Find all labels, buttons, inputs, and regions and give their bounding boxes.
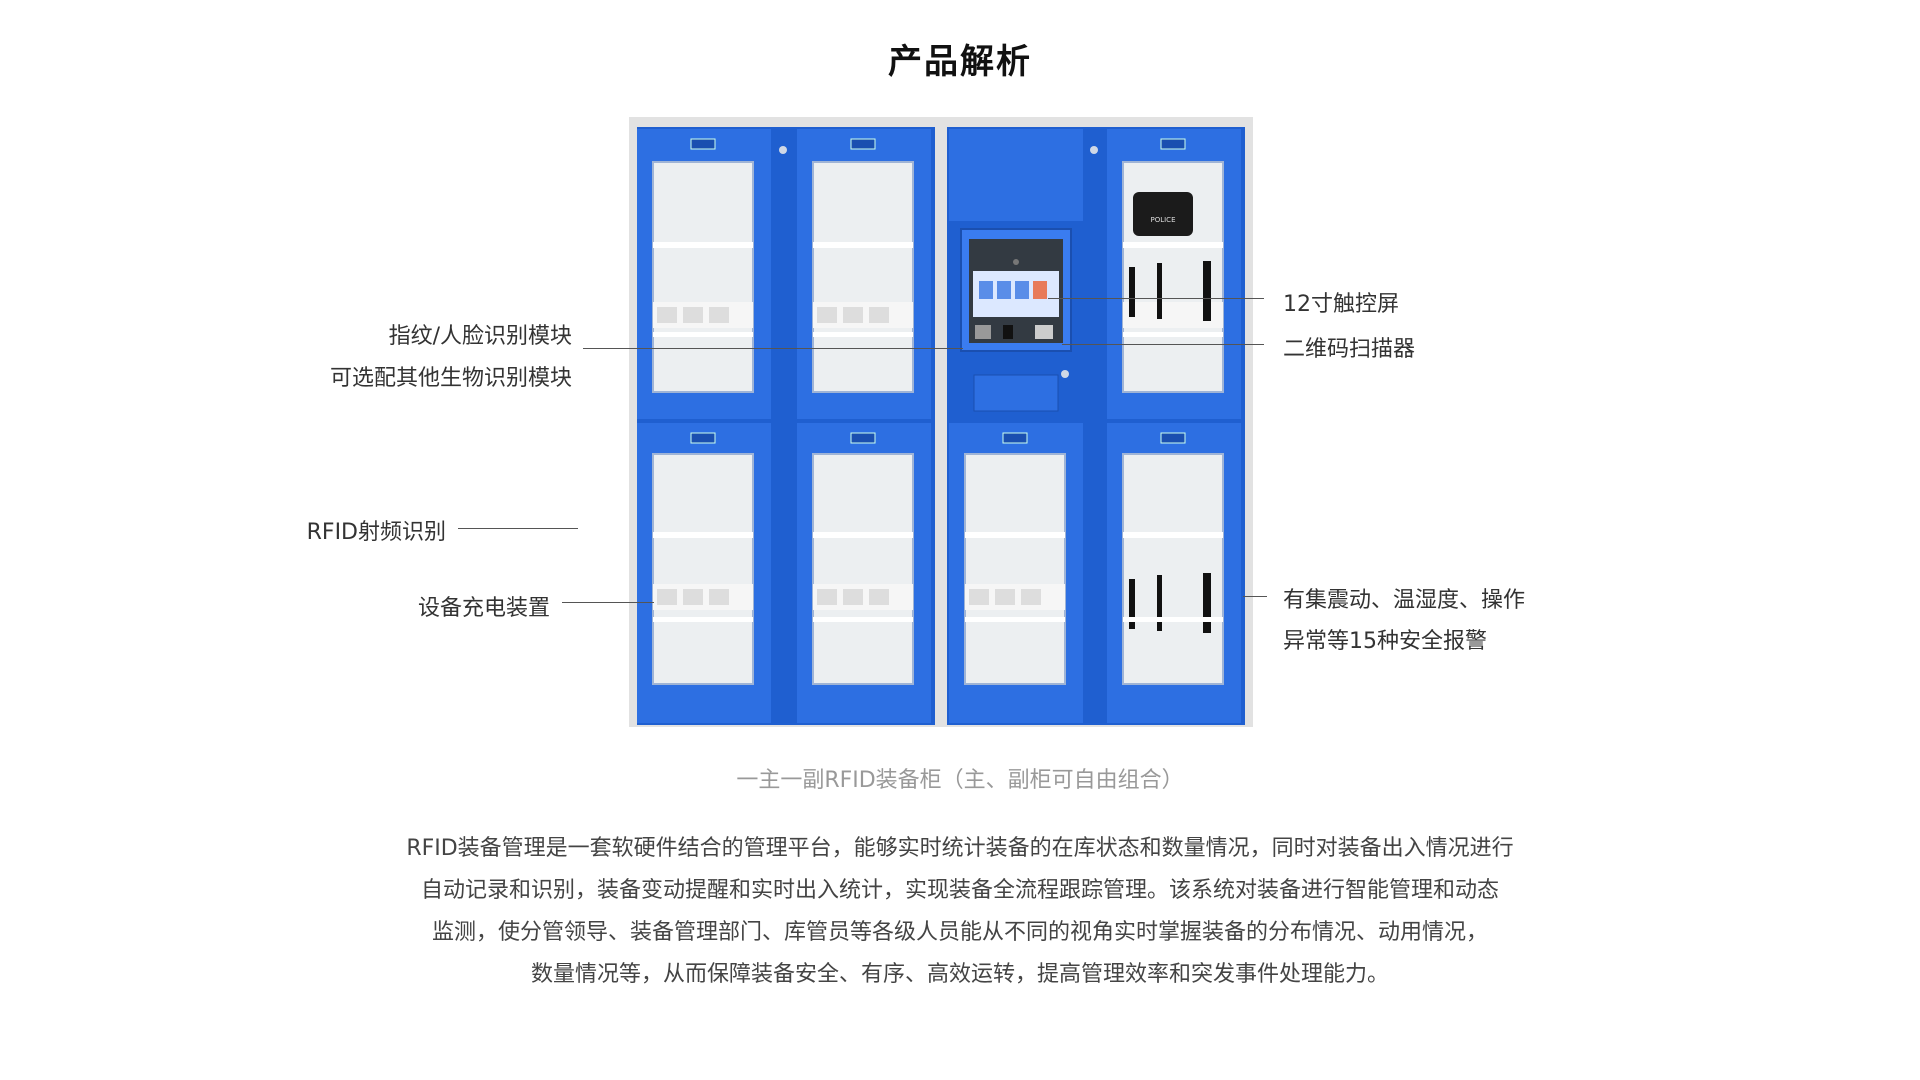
callout-biometric-line2: 可选配其他生物识别模块 xyxy=(329,366,572,391)
camera-icon xyxy=(1013,259,1019,265)
control-panel-column xyxy=(949,129,1083,723)
callout-biometric-line1: 指纹/人脸识别模块 xyxy=(388,324,572,349)
door-secondary-bottom-left[interactable] xyxy=(637,423,771,723)
rfid-cabinet-illustration: POLICE xyxy=(629,117,1253,727)
callout-line-biometric xyxy=(583,348,963,349)
police-vest xyxy=(1133,192,1193,236)
qr-scanner-icon xyxy=(1035,325,1053,339)
callout-touchscreen: 12寸触控屏 xyxy=(1283,292,1399,317)
callout-alarm-line2: 异常等15种安全报警 xyxy=(1283,629,1487,654)
door-main-top-right[interactable]: POLICE xyxy=(1107,129,1241,419)
cabinet-caption: 一主一副RFID装备柜（主、副柜可自由组合） xyxy=(736,768,1184,793)
page-title: 产品解析 xyxy=(888,42,1032,82)
description-line: RFID装备管理是一套软硬件结合的管理平台，能够实时统计装备的在库状态和数量情况… xyxy=(406,836,1514,861)
callout-line-charging xyxy=(562,602,654,603)
callout-line-alarm xyxy=(1243,596,1267,597)
description-line: 监测，使分管领导、装备管理部门、库管员等各级人员能从不同的视角实时掌握装备的分布… xyxy=(431,920,1488,945)
description-line: 数量情况等，从而保障装备安全、有序、高效运转，提高管理效率和突发事件处理能力。 xyxy=(530,962,1389,987)
callout-rfid: RFID射频识别 xyxy=(306,520,446,545)
product-description: RFID装备管理是一套软硬件结合的管理平台，能够实时统计装备的在库状态和数量情况… xyxy=(320,828,1600,996)
fingerprint-icon xyxy=(975,325,991,339)
callout-qr-scanner: 二维码扫描器 xyxy=(1283,337,1416,362)
door-secondary-top-left[interactable] xyxy=(637,129,771,419)
description-line: 自动记录和识别，装备变动提醒和实时出入统计，实现装备全流程跟踪管理。该系统对装备… xyxy=(420,878,1499,903)
door-secondary-bottom-right[interactable] xyxy=(797,423,931,723)
svg-text:POLICE: POLICE xyxy=(1150,216,1175,224)
lock-icon xyxy=(1090,146,1098,154)
door-secondary-top-right[interactable] xyxy=(797,129,931,419)
lock-icon xyxy=(779,146,787,154)
door-main-bottom-right[interactable] xyxy=(1107,423,1241,723)
callout-charging: 设备充电装置 xyxy=(417,596,550,621)
callout-alarm-line1: 有集震动、温湿度、操作 xyxy=(1283,588,1526,613)
callout-line-touchscreen xyxy=(1048,298,1264,299)
callout-line-rfid xyxy=(458,528,578,529)
cabinet-drawing: POLICE xyxy=(629,117,1253,727)
callout-line-qr xyxy=(1062,344,1264,345)
